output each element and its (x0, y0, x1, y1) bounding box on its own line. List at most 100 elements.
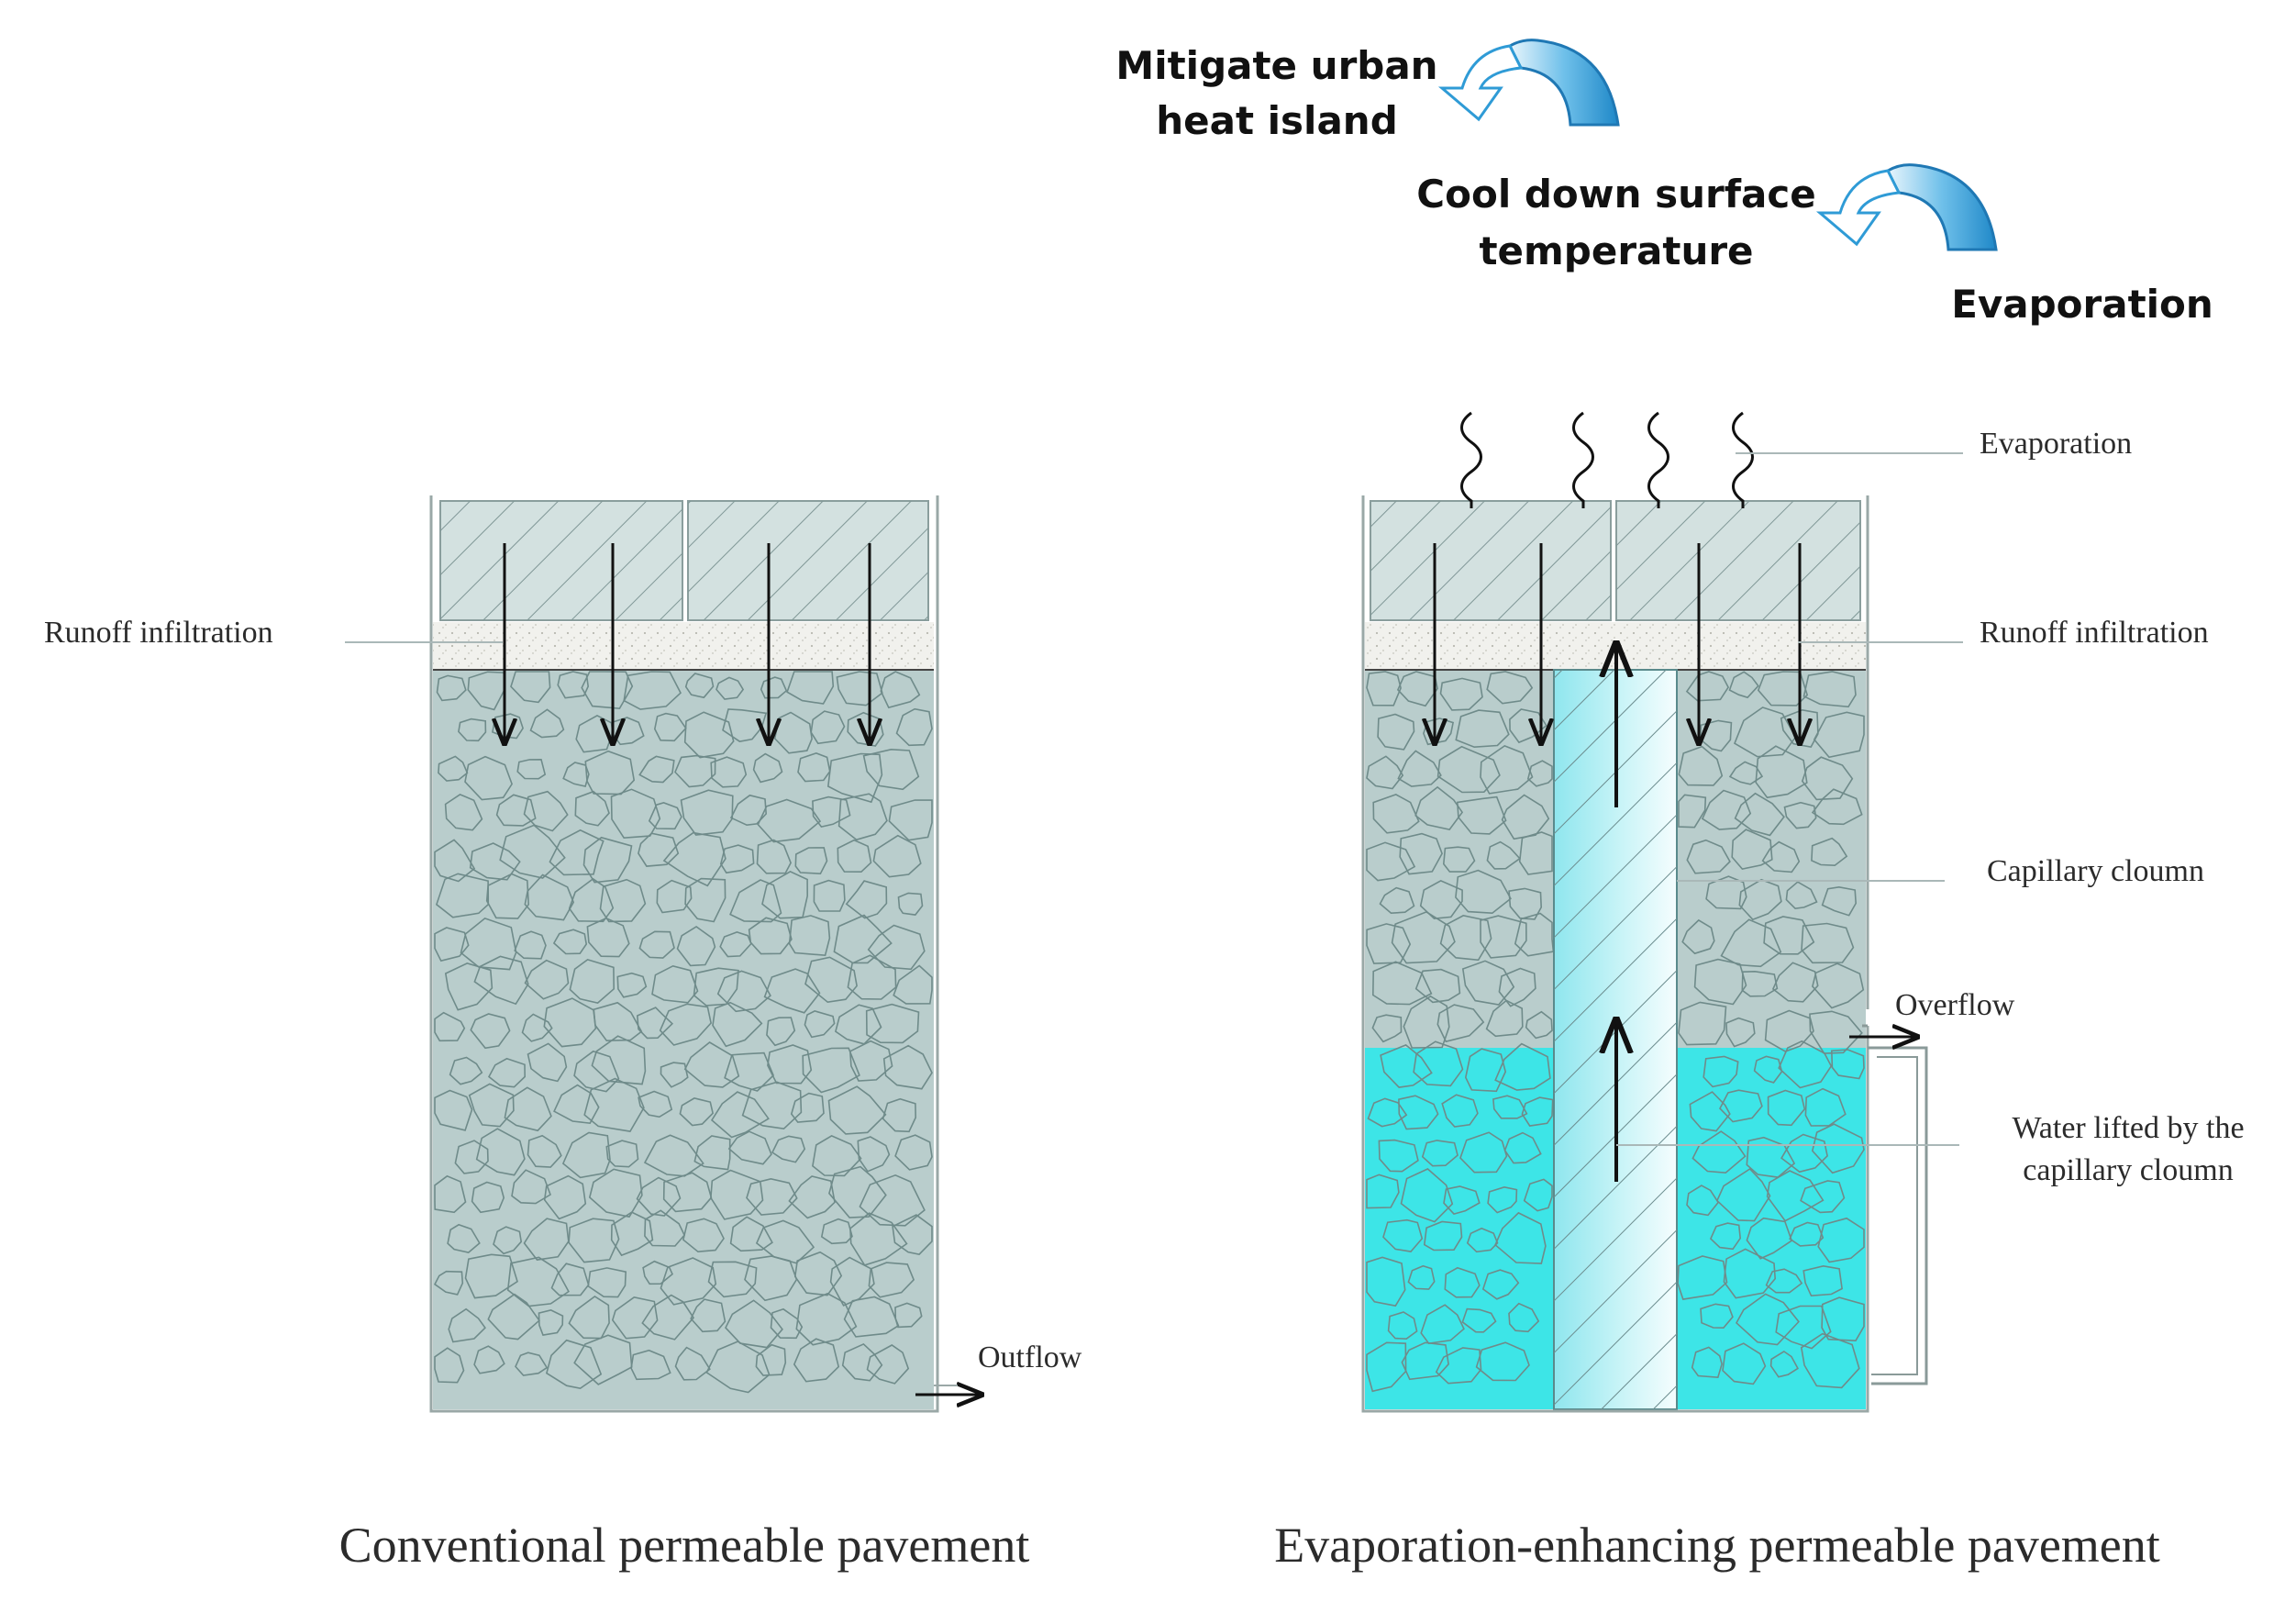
stone-outline (793, 1338, 840, 1383)
stone-outline (644, 1209, 686, 1247)
stone-outline (1443, 1185, 1481, 1216)
stone-outline (638, 755, 675, 784)
stone-outline (1492, 1095, 1528, 1119)
stone-outline (1387, 1311, 1418, 1341)
stone-outline (473, 955, 529, 1006)
stone-outline (794, 847, 828, 875)
stone-outline (1455, 709, 1510, 749)
stone-outline (893, 964, 933, 1005)
stone-outline (757, 798, 822, 843)
left-stones (433, 671, 933, 1394)
stone-outline (1486, 840, 1521, 870)
stone-outline (1461, 960, 1515, 1006)
stone-outline (1399, 832, 1443, 875)
stone-outline (1722, 1342, 1767, 1385)
stone-outline (599, 878, 647, 923)
stone-outline (616, 972, 648, 998)
stone-outline (1526, 760, 1553, 787)
stone-outline (529, 708, 565, 739)
stone-outline (894, 1134, 933, 1171)
stone-outline (1397, 750, 1442, 787)
stone-outline (1801, 756, 1854, 801)
stone-outline (715, 676, 745, 700)
stone-outline (449, 1056, 483, 1085)
stone-outline (1398, 1095, 1439, 1130)
stone-outline (1407, 1264, 1436, 1290)
stone-outline (1775, 1305, 1832, 1350)
water-lifted-label-line1: Water lifted by the (2012, 1111, 2244, 1145)
stone-outline (1396, 671, 1438, 707)
stone-outline (434, 1347, 465, 1384)
stone-outline (1735, 1293, 1800, 1346)
stone-outline (653, 712, 687, 742)
stone-outline (1382, 1218, 1424, 1252)
stone-outline (591, 1035, 647, 1085)
stone-outline (1685, 671, 1730, 702)
stone-outline (573, 1050, 620, 1093)
stone-outline (866, 1344, 910, 1385)
stone-outline (1785, 881, 1818, 910)
stone-outline (755, 1219, 815, 1264)
stone-outline (1802, 1264, 1843, 1297)
stone-outline (833, 914, 893, 964)
stone-outline (458, 718, 487, 742)
stone-outline (460, 917, 517, 971)
stone-outline (795, 1292, 858, 1346)
stone-outline (587, 1267, 627, 1298)
right-container (1361, 495, 1869, 1413)
stone-outline (1701, 789, 1752, 830)
stone-outline (766, 1017, 796, 1047)
stone-outline (636, 1176, 682, 1217)
stone-outline (843, 1296, 900, 1338)
stone-outline (1508, 887, 1543, 920)
stone-outline (434, 927, 470, 962)
mitigate-label-line1: Mitigate urban (1115, 43, 1437, 88)
stone-outline (473, 1345, 505, 1374)
stone-outline (1371, 1014, 1403, 1043)
stone-outline (638, 832, 680, 867)
stone-outline (1439, 677, 1483, 711)
stone-outline (493, 1226, 523, 1255)
stone-outline (433, 1270, 464, 1296)
stone-outline (1800, 1180, 1846, 1214)
stone-outline (1778, 1040, 1833, 1089)
stone-outline (1475, 1341, 1530, 1382)
stone-outline (1731, 829, 1773, 870)
stone-outline (679, 1097, 714, 1127)
stone-outline (448, 1307, 486, 1343)
stone-outline (716, 970, 771, 1013)
stone-outline (882, 1097, 917, 1133)
stone-outline (464, 755, 513, 801)
stone-outline (1455, 869, 1512, 915)
stone-outline (574, 790, 610, 827)
stone-outline (1436, 1004, 1485, 1043)
stone-outline (767, 1044, 813, 1085)
stone-outline (888, 799, 933, 841)
stone-outline (761, 871, 809, 919)
stone-outline (682, 1218, 725, 1253)
evaporation-squiggle (1647, 411, 1669, 508)
stone-outline (674, 754, 716, 788)
stone-outline (538, 1309, 564, 1336)
right-evaporation-label: Evaporation (1980, 427, 2132, 461)
stone-outline (1693, 958, 1747, 1006)
stone-outline (1377, 713, 1415, 751)
stone-outline (674, 1346, 711, 1381)
left-runoff-label: Runoff infiltration (44, 616, 273, 650)
stone-outline (710, 1091, 770, 1139)
stone-outline (1403, 995, 1450, 1049)
stone-outline (1401, 1341, 1449, 1381)
stone-outline (1783, 801, 1817, 829)
stone-outline (1801, 922, 1855, 964)
stone-outline (1481, 1269, 1520, 1300)
stone-outline (1366, 841, 1416, 882)
stone-outline (868, 1262, 915, 1298)
stone-outline (573, 1334, 633, 1385)
stone-outline (857, 1136, 891, 1173)
stone-outline (1738, 878, 1782, 921)
stone-outline (1494, 1042, 1551, 1091)
stone-outline (499, 824, 566, 879)
right-water-right (1677, 1048, 1866, 1409)
stone-outline (656, 879, 693, 914)
curved-arrow-icon (1437, 39, 1620, 127)
